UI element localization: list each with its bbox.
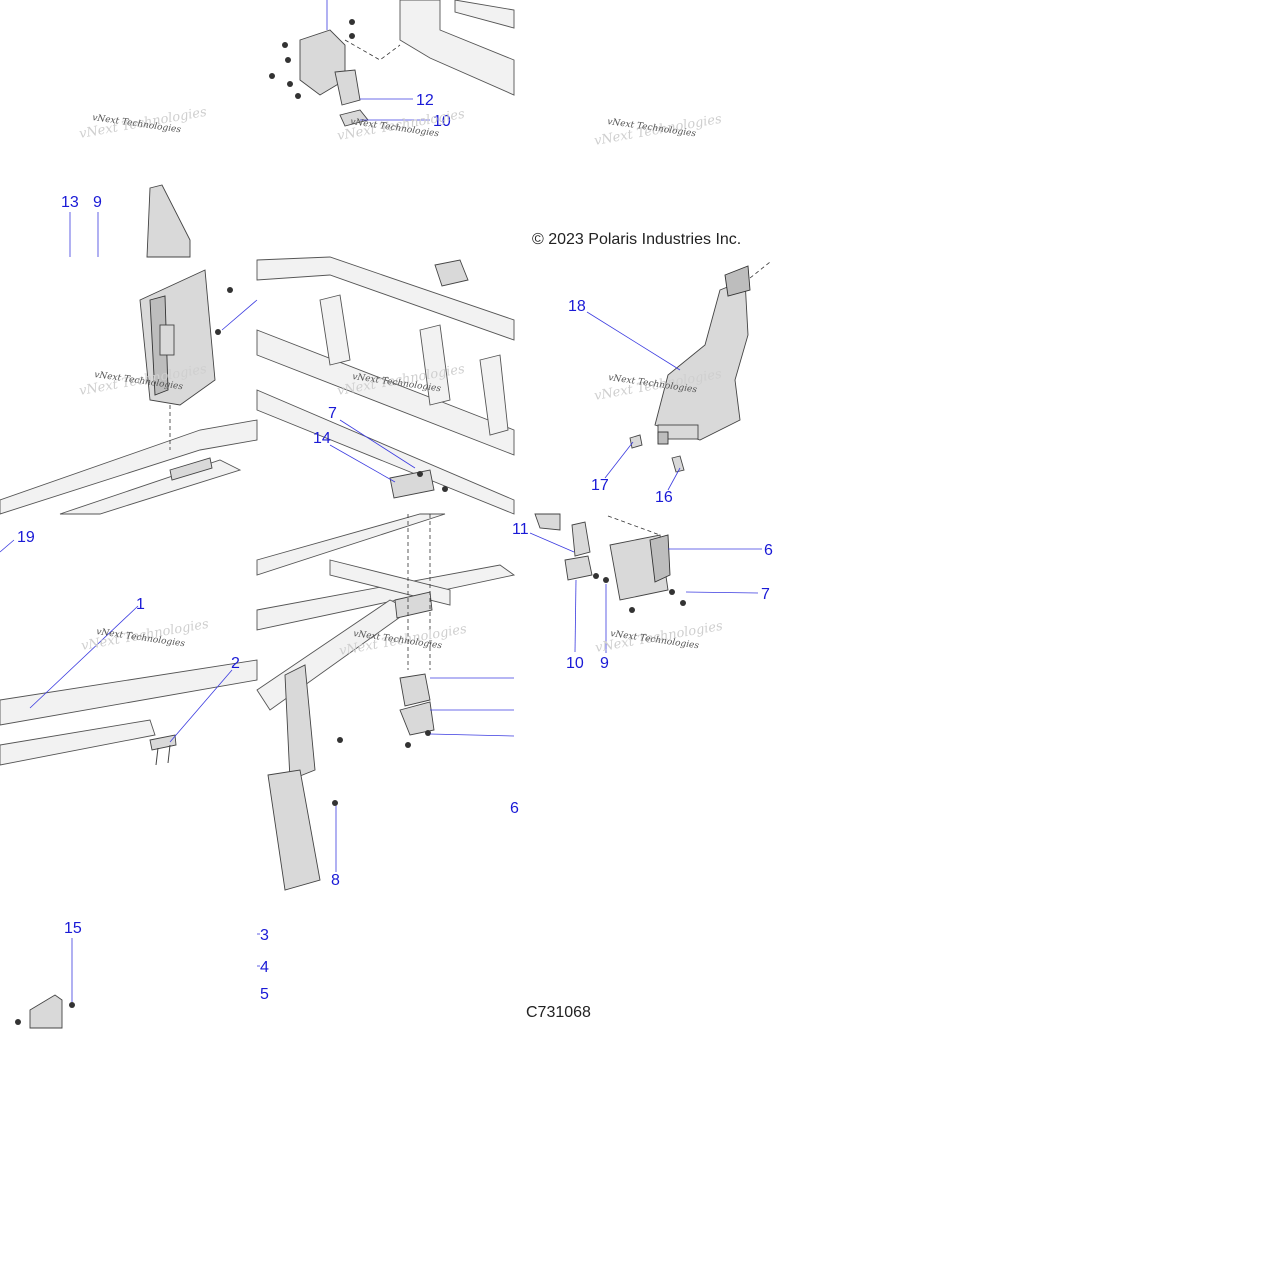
callout-12: 12 <box>416 92 434 109</box>
main-frame-center-lower <box>256 513 516 891</box>
reservoir-bottle <box>629 261 771 473</box>
side-panel-left <box>0 184 258 515</box>
callout-13: 13 <box>61 194 79 211</box>
callout-9-right: 9 <box>600 655 609 672</box>
callout-2: 2 <box>231 655 240 672</box>
callout-19: 19 <box>17 529 35 546</box>
callout-16: 16 <box>655 489 673 506</box>
callout-6: 6 <box>764 542 773 559</box>
callout-17: 17 <box>591 477 609 494</box>
callout-8: 8 <box>331 872 340 889</box>
main-frame-upper <box>256 256 515 515</box>
callout-7-right: 7 <box>761 586 770 603</box>
callout-4: 4 <box>260 959 269 976</box>
copyright: © 2023 Polaris Industries Inc. <box>532 231 741 248</box>
callout-11: 11 <box>512 521 529 538</box>
callout-9: 9 <box>93 194 102 211</box>
callout-1: 1 <box>136 596 145 613</box>
callout-15: 15 <box>64 920 82 937</box>
bracket-fragment-bottom-left <box>15 994 75 1029</box>
diagram-code: C731068 <box>526 1004 591 1021</box>
callout-6-partial: 6 <box>510 800 519 817</box>
callout-5: 5 <box>260 986 269 1003</box>
callout-18: 18 <box>568 298 586 315</box>
callout-10-right: 10 <box>566 655 584 672</box>
bracket-assembly-right <box>534 513 686 613</box>
callout-7: 7 <box>328 405 337 422</box>
main-frame-left-lower <box>0 659 258 766</box>
callout-14: 14 <box>313 430 331 447</box>
bracket-assembly-top <box>269 0 515 127</box>
callout-3: 3 <box>260 927 269 944</box>
callout-10: 10 <box>433 113 451 130</box>
